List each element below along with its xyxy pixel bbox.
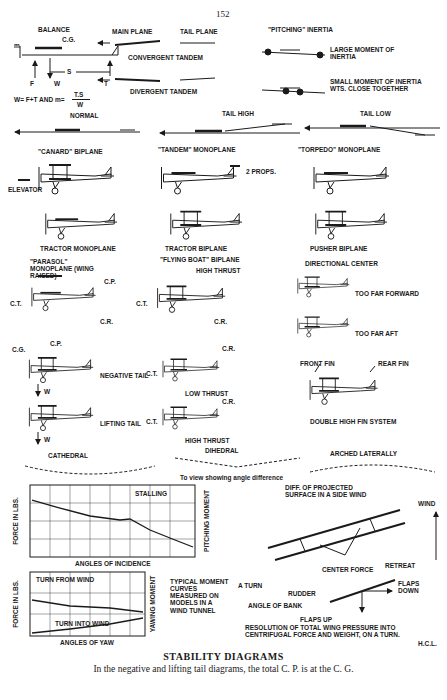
label-text: REAR FIN	[378, 360, 409, 367]
label-text: FORCE IN LBS.	[12, 580, 19, 628]
label-text: WIND	[418, 500, 435, 507]
label-text: C.R.	[222, 398, 235, 405]
label-text: SMALL MOMENT OF INERTIA WTS. CLOSE TOGET…	[330, 78, 425, 92]
label-text: C.T.	[10, 300, 22, 307]
label-text: HIGH THRUST	[185, 437, 229, 444]
label-text: "PARASOL" MONOPLANE (WING RAISED)	[30, 258, 110, 279]
label-text: MAIN PLANE	[112, 28, 152, 35]
label-text: FORCE IN LBS.	[12, 497, 19, 545]
label-text: BALANCE	[38, 26, 70, 33]
label-text: W	[77, 101, 83, 108]
label-text: "CANARD" BIPLANE	[38, 148, 103, 155]
label-text: W	[44, 388, 50, 395]
label-text: "FLYING BOAT" BIPLANE	[160, 256, 239, 263]
label-text: TAIL LOW	[360, 110, 391, 117]
label-text: "TORPEDO" MONOPLANE	[298, 146, 380, 153]
figure-title: STABILITY DIAGRAMS	[0, 651, 447, 662]
label-text: CONVERGENT TANDEM	[128, 54, 203, 61]
label-text: DOUBLE HIGH FIN SYSTEM	[310, 418, 396, 425]
label-text: TRACTOR BIPLANE	[165, 245, 227, 252]
label-text: 152	[216, 10, 230, 20]
label-text: TRACTOR MONOPLANE	[40, 245, 116, 252]
label-text: DIHEDRAL	[205, 447, 239, 454]
label-text: ARCHED LATERALLY	[330, 450, 397, 457]
label-text: TOO FAR FORWARD	[355, 290, 419, 297]
label-text: RETREAT	[385, 562, 415, 569]
label-text: A TURN	[238, 582, 262, 589]
label-text: FLAPS DOWN	[398, 580, 438, 594]
label-text: S	[67, 68, 71, 75]
label-text: DIVERGENT TANDEM	[130, 88, 197, 95]
label-text: C.R.	[222, 345, 235, 352]
label-text: W	[54, 80, 60, 87]
label-text: YAWING MOMENT	[149, 576, 156, 632]
label-text: NEGATIVE TAIL	[100, 372, 149, 379]
label-text: C.T.	[146, 370, 158, 377]
label-text: LARGE MOMENT OF INERTIA	[330, 46, 400, 60]
label-text: DIFF. OF PROJECTED SURFACE IN A SIDE WIN…	[285, 484, 375, 498]
label-text: PUSHER BIPLANE	[310, 245, 367, 252]
label-text: PITCHING MOMENT	[203, 490, 210, 552]
label-text: TURN FROM WIND	[36, 576, 94, 583]
label-text: To view showing angle difference	[180, 474, 283, 481]
label-text: H.C.L.	[418, 640, 437, 647]
label-text: FLAPS UP	[300, 616, 332, 623]
label-text: C.G.	[62, 36, 75, 43]
label-text: ELEVATOR	[8, 186, 42, 193]
label-text: C.T.	[136, 300, 148, 307]
label-text: "PITCHING" INERTIA	[268, 26, 333, 33]
label-text: 2 PROPS.	[246, 168, 276, 175]
label-text: m	[14, 42, 20, 49]
label-text: C.R.	[214, 318, 227, 325]
label-text: CENTER FORCE	[322, 566, 373, 573]
label-text: LOW THRUST	[185, 390, 228, 397]
figure-caption: In the negative and lifting tail diagram…	[0, 664, 447, 674]
label-text: TAIL HIGH	[222, 110, 254, 117]
label-text: C.T.	[146, 418, 158, 425]
label-text: C.P.	[50, 340, 62, 347]
label-text: C.G.	[12, 346, 25, 353]
label-text: T.S	[74, 91, 83, 98]
label-text: TYPICAL MOMENT CURVES MEASURED ON MODELS…	[170, 578, 230, 614]
label-text: LIFTING TAIL	[100, 420, 141, 427]
label-text: ANGLES OF YAW	[60, 639, 114, 646]
label-text: TURN INTO WIND	[55, 620, 109, 627]
label-text: W= F+T AND m=	[14, 96, 65, 103]
label-text: FRONT FIN	[300, 360, 335, 367]
label-text: "TANDEM" MONOPLANE	[158, 146, 236, 153]
label-text: F	[30, 80, 34, 87]
label-text: RUDDER	[288, 590, 316, 597]
label-text: T	[104, 80, 108, 87]
label-text: CATHEDRAL	[48, 452, 88, 459]
label-text: HIGH THRUST	[196, 267, 240, 274]
label-text: DIRECTIONAL CENTER	[305, 260, 378, 267]
label-text: NORMAL	[70, 112, 99, 119]
label-text: RESOLUTION OF TOTAL WING PRESSURE INTO C…	[245, 624, 420, 638]
label-text: ANGLE OF BANK	[248, 602, 302, 609]
label-text: C.R.	[100, 318, 113, 325]
label-text: TOO FAR AFT	[355, 330, 398, 337]
label-text: C.P.	[104, 278, 116, 285]
label-text: STALLING	[135, 490, 167, 497]
label-text: W	[44, 436, 50, 443]
label-text: TAIL PLANE	[180, 28, 218, 35]
label-text: ANGLES OF INCIDENCE	[75, 560, 150, 567]
